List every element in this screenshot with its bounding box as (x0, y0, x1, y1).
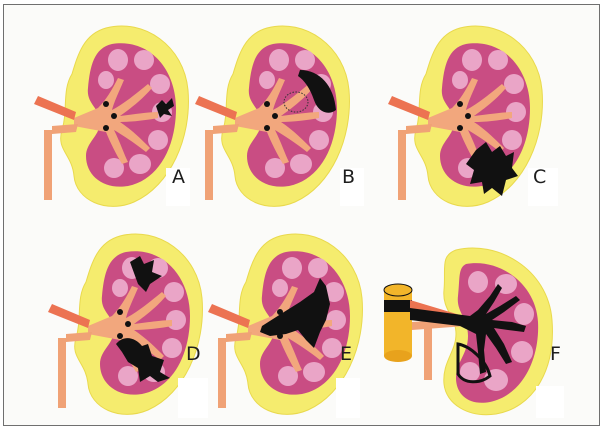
panel-f: F (384, 248, 564, 418)
panel-label-e: E (340, 343, 352, 365)
panel-label-b: B (342, 166, 355, 188)
kidney-b-illustration (195, 26, 349, 206)
kidney-c-illustration (388, 26, 542, 206)
panel-b: B (195, 26, 364, 206)
panel-label-a: A (172, 166, 185, 188)
panel-c: C (388, 26, 558, 206)
kidney-a-illustration (34, 26, 188, 206)
panel-label-f: F (550, 343, 561, 365)
label-box-d (178, 378, 208, 418)
label-box-f (536, 386, 564, 418)
panel-e: E (208, 234, 362, 418)
panel-d: D (48, 234, 208, 418)
panel-label-c: C (533, 166, 546, 188)
label-box-e (336, 378, 360, 418)
panel-label-d: D (186, 343, 201, 365)
vena-cava-illustration (384, 284, 412, 362)
panel-a: A (34, 26, 190, 206)
